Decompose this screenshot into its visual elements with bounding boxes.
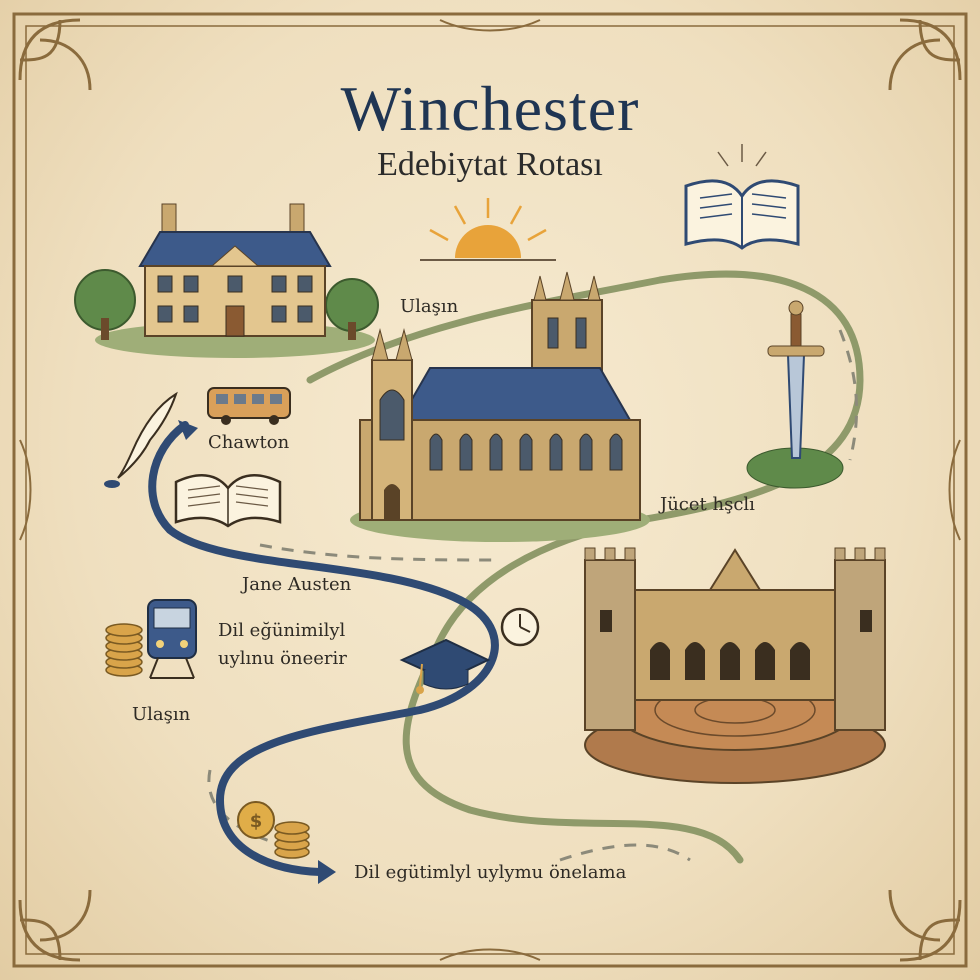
book-icon: [684, 144, 800, 250]
winchester-cathedral: [350, 271, 650, 542]
label-jucet: Jücet hşclı: [660, 494, 755, 515]
dashed-route-path: [207, 329, 859, 862]
train-icon: [147, 599, 197, 679]
quill-icon: [104, 391, 178, 488]
label-ulasin-top: Ulaşın: [400, 296, 459, 317]
chawton-house: [74, 203, 379, 358]
label-dil-line1: Dil eğünimilyl: [218, 620, 346, 641]
blue-route-path: [148, 421, 499, 876]
dollar-coin-icon: $: [237, 801, 310, 859]
green-route-path: [306, 270, 864, 864]
label-chawton: Chawton: [208, 432, 290, 453]
coins-icon: [105, 623, 143, 677]
bus-icon: [207, 387, 291, 425]
blue-route-arrow-end: [318, 860, 336, 884]
label-ulasin-left: Ulaşın: [132, 704, 191, 725]
graduation-cap-icon: [399, 638, 491, 694]
svg-text:$: $: [250, 811, 263, 832]
sword-icon: [746, 300, 844, 489]
ornate-frame: [12, 12, 968, 968]
label-jane-austen: Jane Austen: [242, 574, 352, 595]
label-dil-line2: uylınu öneerir: [218, 648, 347, 669]
winchester-castle: [584, 547, 886, 784]
map-subtitle: Edebiytat Rotası: [377, 146, 603, 183]
sun-icon: [420, 198, 556, 261]
label-bottom: Dil egütimlyl uylymu önelama: [354, 862, 627, 883]
clock-icon: [500, 607, 540, 647]
blue-route-arrow-start: [178, 420, 198, 440]
book-icon-left: [174, 474, 282, 528]
map-title: Winchester: [340, 73, 640, 144]
